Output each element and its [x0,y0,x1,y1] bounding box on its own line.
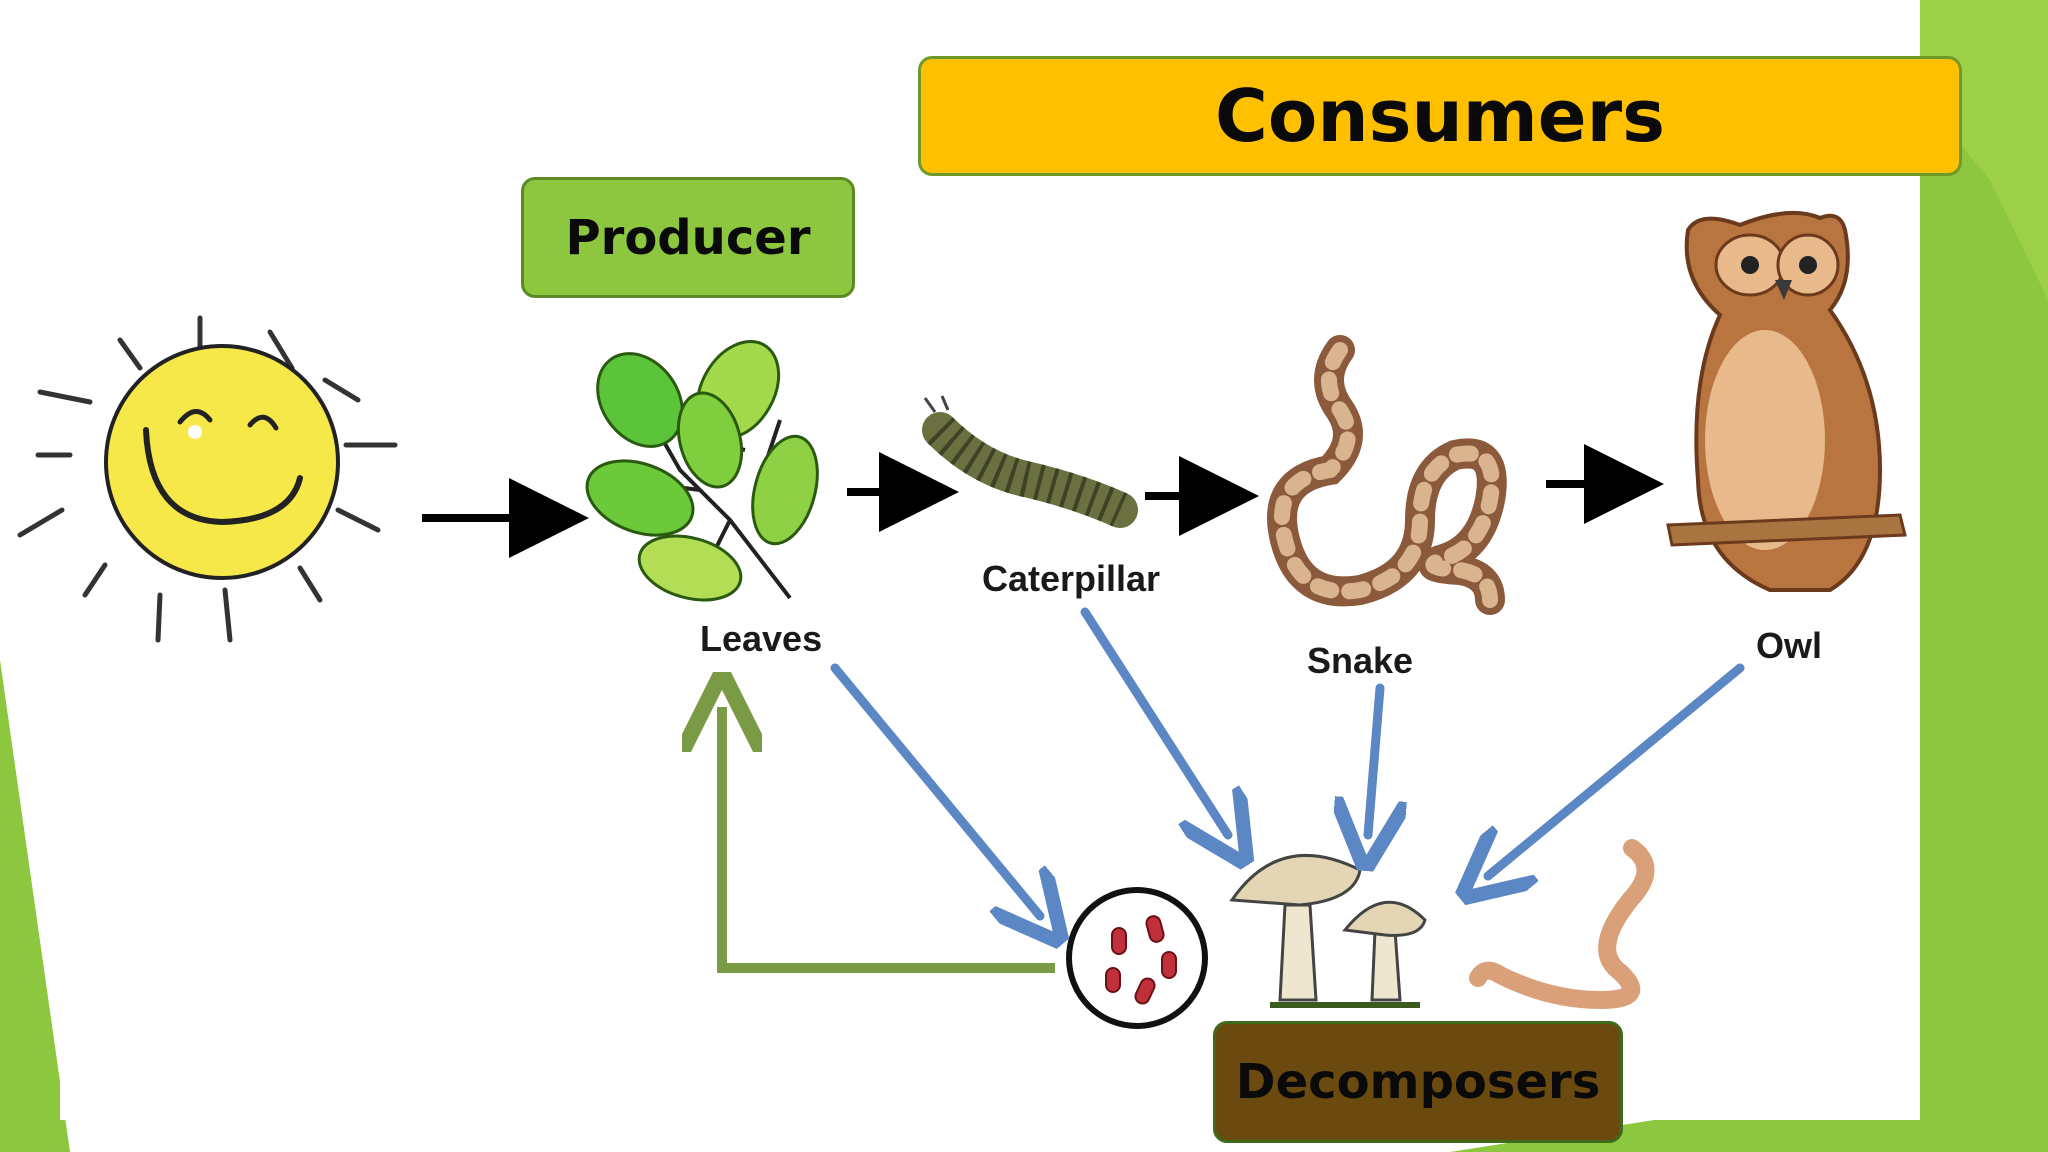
mushroom-icon [1229,854,1427,1008]
caterpillar-label: Caterpillar [982,558,1161,599]
decomposers-box: Decomposers [1213,1021,1623,1143]
arrow-owl-to-worm [1488,663,1745,876]
arrow-leaves-to-bacteria [830,663,1040,916]
sun-icon [17,315,398,643]
decomposers-label: Decomposers [1235,1054,1601,1110]
leaves-label: Leaves [700,618,823,659]
nutrient-recycle-arrow [722,712,1055,973]
food-chain-arrows [422,444,1664,558]
owl-label: Owl [1756,625,1823,666]
snake-icon [1267,335,1507,615]
producer-box: Producer [521,177,855,298]
snake-label: Snake [1307,640,1414,681]
caterpillar-icon [922,395,1138,528]
worm-icon [1469,839,1655,1010]
leaves-icon [585,340,819,602]
consumers-label: Consumers [1215,74,1665,158]
arrow-snake-to-mushroom [1368,683,1380,835]
producer-label: Producer [565,209,811,266]
bacteria-icon [1066,887,1208,1029]
owl-icon [1666,210,1907,592]
consumers-box: Consumers [918,56,1962,176]
decay-arrows [830,607,1745,916]
arrow-caterpillar-to-mushroom [1080,607,1228,835]
